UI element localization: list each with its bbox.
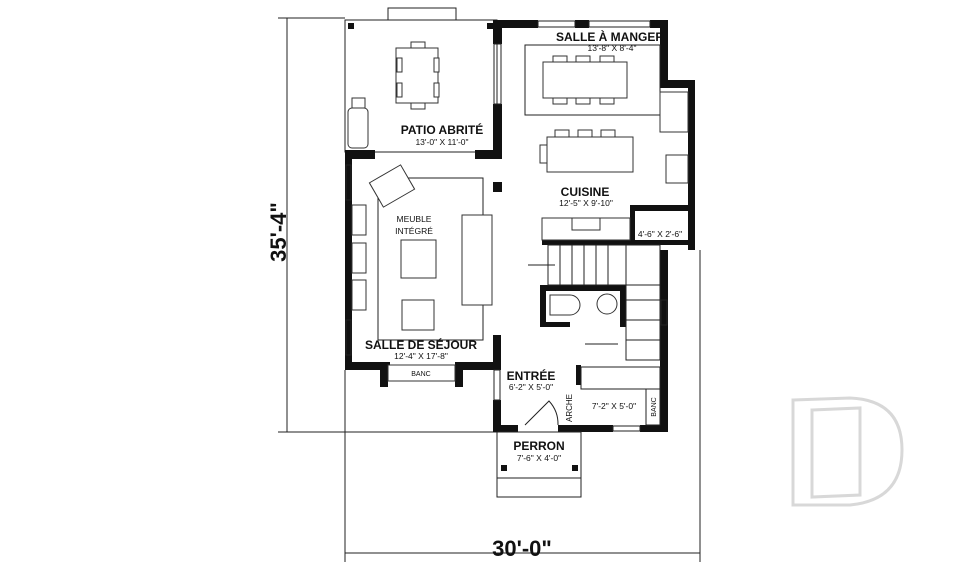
post (572, 465, 578, 471)
entry-label: ENTRÉE (507, 368, 556, 383)
dining-rug (524, 44, 661, 116)
builtin-shelf (351, 279, 367, 311)
width-dimension-line (344, 250, 701, 562)
builtin-label-1: MEUBLE (397, 214, 432, 224)
bench-living (387, 364, 456, 382)
logo-watermark (791, 396, 904, 507)
depth-dimension-label: 35'-4" (266, 202, 291, 262)
staircase (528, 244, 661, 361)
porch-steps (496, 477, 582, 498)
kitchen-label: CUISINE (561, 185, 610, 199)
post (348, 23, 354, 29)
kitchen-island (539, 129, 634, 173)
dining-label: SALLE À MANGER (556, 29, 664, 44)
porch-label: PERRON (513, 439, 564, 453)
builtin-shelf (351, 204, 367, 236)
kitchen-size: 12'-5" X 9'-10" (559, 198, 613, 208)
width-dimension-label: 30'-0" (492, 536, 552, 561)
living-label: SALLE DE SÉJOUR (365, 337, 477, 352)
cooktop (571, 217, 601, 231)
entry-door[interactable] (524, 400, 559, 426)
dining-table (542, 55, 628, 105)
powder-room (549, 293, 618, 316)
bench-mudroom-label: BANC (651, 397, 658, 416)
bench-mudroom (645, 388, 661, 426)
builtin-label-2: INTÉGRÉ (395, 226, 433, 236)
fridge (659, 91, 689, 133)
mudroom-storage (580, 366, 661, 390)
patio-dining-set (395, 41, 440, 110)
porch-size: 7'-6" X 4'-0" (517, 453, 561, 463)
patio-size: 13'-0" X 11'-0" (415, 137, 468, 147)
post (487, 23, 493, 29)
kitchen-sink (665, 154, 689, 184)
armchair (368, 164, 416, 208)
patio-label: PATIO ABRITÉ (401, 122, 483, 137)
post (501, 465, 507, 471)
armchair (401, 299, 435, 331)
walls (345, 20, 695, 432)
living-size: 12'-4" X 17'-8" (394, 351, 448, 361)
dining-size: 13'-8" X 8'-4" (588, 43, 637, 53)
patio-step (387, 7, 457, 21)
fireplace (351, 242, 367, 274)
arch-label: ARCHE (565, 394, 574, 422)
depth-dimension-line (278, 17, 500, 433)
lounge-chair (347, 97, 369, 149)
sofa (461, 214, 493, 306)
entry-size: 6'-2" X 5'-0" (509, 382, 553, 392)
pantry-size: 4'-6" X 2'-6" (638, 229, 682, 239)
mudroom-size: 7'-2" X 5'-0" (592, 401, 636, 411)
coffee-table (400, 239, 437, 279)
bench-living-label: BANC (411, 371, 430, 378)
windows (345, 20, 668, 432)
